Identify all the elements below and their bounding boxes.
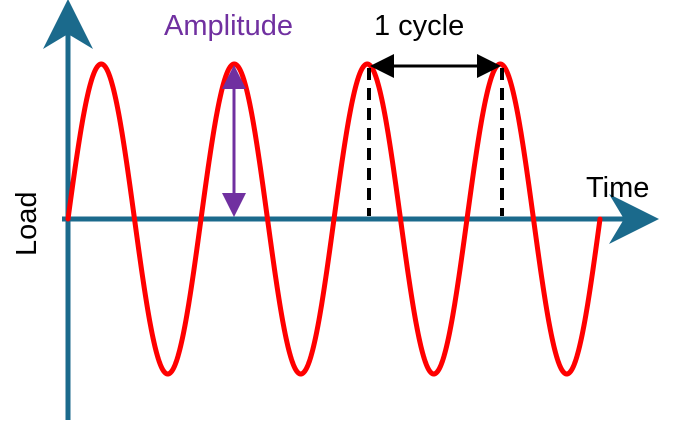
load-wave <box>65 61 603 377</box>
amplitude-label: Amplitude <box>164 10 293 42</box>
x-axis-label: Time <box>586 172 649 204</box>
y-axis-label: Load <box>11 191 43 256</box>
cycle-label: 1 cycle <box>374 10 464 42</box>
